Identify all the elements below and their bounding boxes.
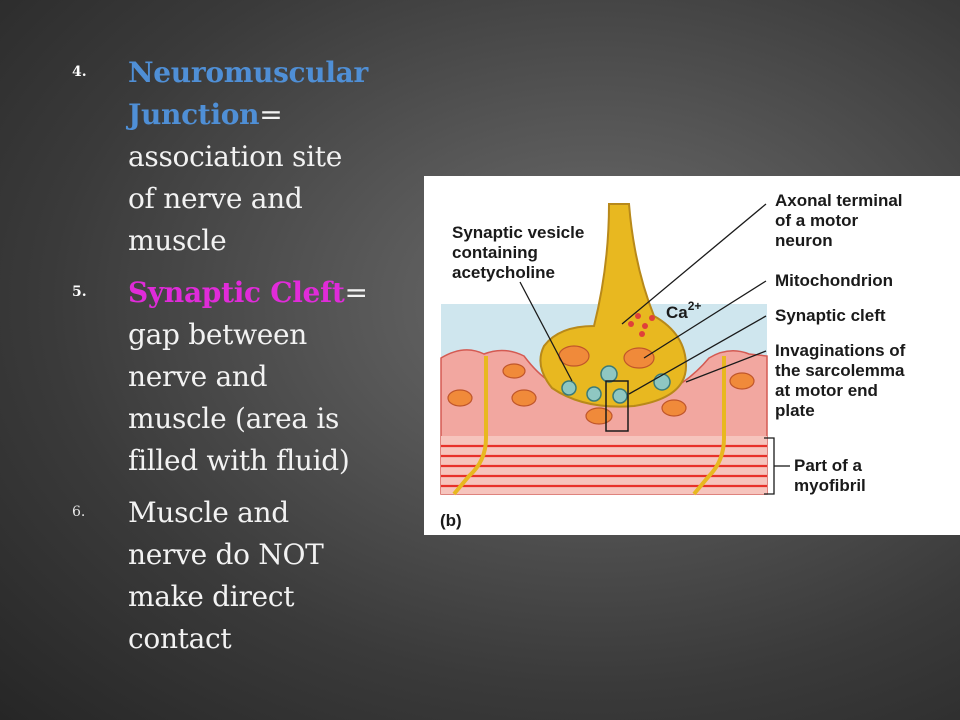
label-myofibril-line: Part of a (794, 456, 863, 475)
label-synaptic-vesicle-line: Synaptic vesicle (452, 223, 584, 242)
label-axonal-terminal-line: Axonal terminal (775, 191, 903, 210)
bullet-number: 5. (72, 284, 87, 300)
figure-illustration: Synaptic vesicle containing acetycholine… (440, 191, 906, 530)
bullet-neuromuscular-junction: 4. Neuromuscular Junction= association s… (72, 52, 392, 262)
statement-line: nerve do NOT (128, 538, 324, 571)
label-synaptic-vesicle-line: containing (452, 243, 538, 262)
statement-line: contact (128, 622, 232, 655)
panel-label: (b) (440, 511, 462, 530)
definition-line: filled with fluid) (128, 444, 350, 477)
statement-line: Muscle and (128, 496, 289, 529)
bullet-number: 6. (72, 504, 86, 520)
bullet-number: 4. (72, 64, 87, 80)
calcium-ions (628, 313, 655, 337)
synaptic-cleft-box (605, 380, 629, 432)
term-neuromuscular: Neuromuscular (128, 56, 368, 89)
label-myofibril-line: myofibril (794, 476, 866, 495)
statement-line: make direct (128, 580, 295, 613)
definition-line: muscle (area is (128, 402, 340, 435)
terminal-mitochondria (558, 345, 655, 369)
definition-line: association site (128, 140, 342, 173)
myofibril-lines (441, 444, 767, 488)
label-axonal-terminal-line: neuron (775, 231, 833, 250)
label-mitochondrion: Mitochondrion (775, 271, 893, 290)
neuromuscular-junction-figure: Synaptic vesicle containing acetycholine… (424, 176, 960, 535)
bullet-synaptic-cleft: 5. Synaptic Cleft= gap between nerve and… (72, 272, 392, 482)
term-junction: Junction (128, 98, 260, 131)
label-invaginations-line: plate (775, 401, 815, 420)
bullet-text: Neuromuscular Junction= association site… (128, 52, 368, 262)
bullet-text: Synaptic Cleft= gap between nerve and mu… (128, 272, 368, 482)
definition-line: gap between (128, 318, 308, 351)
definition-line: of nerve and (128, 182, 303, 215)
definition-line: nerve and (128, 360, 268, 393)
label-axonal-terminal-line: of a motor (775, 211, 858, 230)
label-invaginations-line: Invaginations of (775, 341, 906, 360)
definition-line: muscle (128, 224, 227, 257)
label-invaginations-line: the sarcolemma (775, 361, 905, 380)
equals-sign: = (259, 98, 283, 131)
bullet-text: Muscle and nerve do NOT make direct cont… (128, 492, 324, 660)
sarcolemma-boundaries (452, 356, 726, 496)
label-invaginations-line: at motor end (775, 381, 878, 400)
equals-sign: = (344, 276, 368, 309)
label-calcium: Ca2+ (666, 299, 701, 322)
label-synaptic-vesicle-line: acetycholine (452, 263, 555, 282)
bullet-no-direct-contact: 6. Muscle and nerve do NOT make direct c… (72, 492, 392, 660)
term-synaptic-cleft: Synaptic Cleft (128, 276, 345, 309)
bullet-list: 4. Neuromuscular Junction= association s… (72, 52, 392, 670)
label-synaptic-cleft: Synaptic cleft (775, 306, 886, 325)
leader-lines (519, 203, 790, 495)
